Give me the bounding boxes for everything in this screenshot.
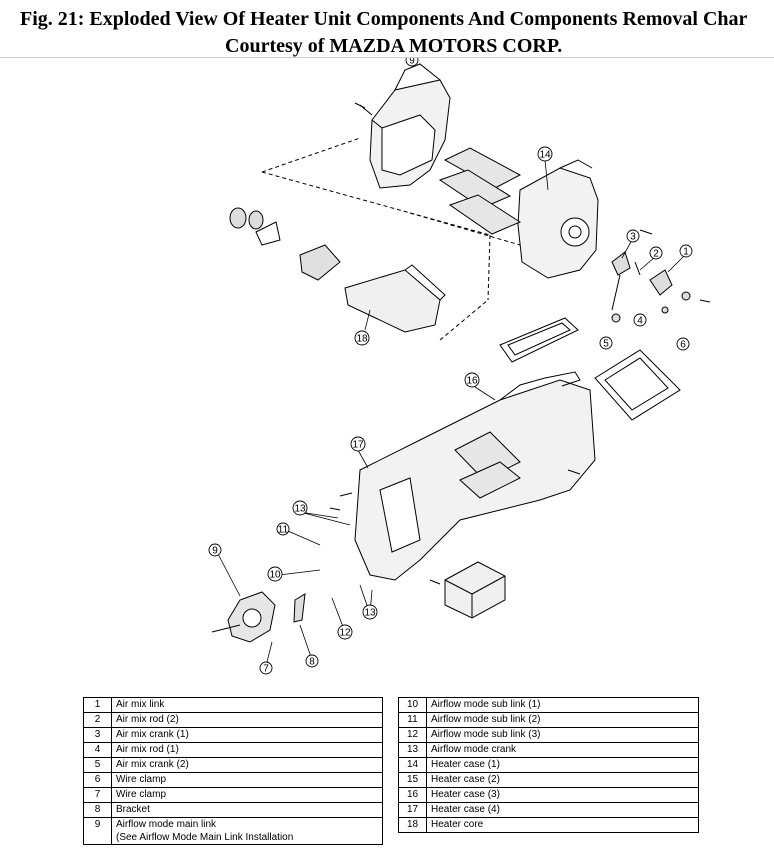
svg-text:5: 5 <box>603 339 609 350</box>
title-divider <box>0 57 774 58</box>
screws <box>329 102 711 585</box>
callout-12: 12 <box>337 624 353 640</box>
figure-title-line-1: Fig. 21: Exploded View Of Heater Unit Co… <box>20 8 748 30</box>
callout-14: 14 <box>537 146 553 162</box>
callout-5: 5 <box>599 336 613 350</box>
callout-10: 10 <box>267 566 283 582</box>
callout-7: 7 <box>259 661 273 675</box>
svg-text:6: 6 <box>680 340 686 351</box>
callout-4: 4 <box>633 313 647 327</box>
callout-3: 3 <box>626 229 640 243</box>
svg-text:13: 13 <box>294 504 306 515</box>
svg-text:9: 9 <box>212 546 218 557</box>
svg-text:8: 8 <box>309 657 315 668</box>
callout-9-top: 9 <box>405 58 419 67</box>
actuator-motor-parts <box>229 207 341 281</box>
legend-note: (See Airflow Mode Main Link Installation <box>116 832 294 843</box>
air-mix-linkage <box>611 251 691 323</box>
svg-text:2: 2 <box>653 249 659 260</box>
callout-11: 11 <box>276 522 290 536</box>
heater-case-14 <box>517 159 599 279</box>
svg-text:17: 17 <box>352 440 364 451</box>
callout-9: 9 <box>208 543 222 557</box>
dashed-guide-lines <box>261 137 521 341</box>
callout-18: 18 <box>354 330 370 346</box>
callout-8: 8 <box>305 654 319 668</box>
door-plates <box>438 147 522 235</box>
svg-text:10: 10 <box>269 570 281 581</box>
heater-core-18 <box>344 264 446 333</box>
svg-text:4: 4 <box>637 316 643 327</box>
svg-text:11: 11 <box>278 525 289 536</box>
svg-text:3: 3 <box>630 232 636 243</box>
heater-case-upper-part <box>359 63 451 189</box>
callout-2: 2 <box>649 246 663 260</box>
gasket-frames <box>499 317 681 421</box>
svg-text:12: 12 <box>339 628 351 639</box>
legend-label: Airflow mode main link <box>116 819 217 830</box>
heater-core-block <box>444 561 506 619</box>
figure-credit-line: Courtesy of MAZDA MOTORS CORP. <box>225 35 563 57</box>
svg-text:1: 1 <box>683 247 689 258</box>
callout-13-upper: 13 <box>292 500 308 516</box>
svg-text:13: 13 <box>364 608 376 619</box>
callout-1: 1 <box>679 244 693 258</box>
svg-text:14: 14 <box>539 150 551 161</box>
callout-6: 6 <box>676 337 690 351</box>
callout-16: 16 <box>464 372 480 388</box>
svg-text:18: 18 <box>356 334 368 345</box>
heater-case-lower <box>354 371 596 581</box>
svg-text:7: 7 <box>263 664 269 675</box>
airflow-mode-main-link-9 <box>211 591 306 643</box>
svg-text:9: 9 <box>409 58 415 67</box>
exploded-view-diagram: 9 14 3 2 1 4 5 6 18 16 17 13 11 10 9 12 … <box>208 58 711 675</box>
callout-17: 17 <box>350 436 366 452</box>
callout-13-lower: 13 <box>362 604 378 620</box>
svg-text:16: 16 <box>466 376 478 387</box>
